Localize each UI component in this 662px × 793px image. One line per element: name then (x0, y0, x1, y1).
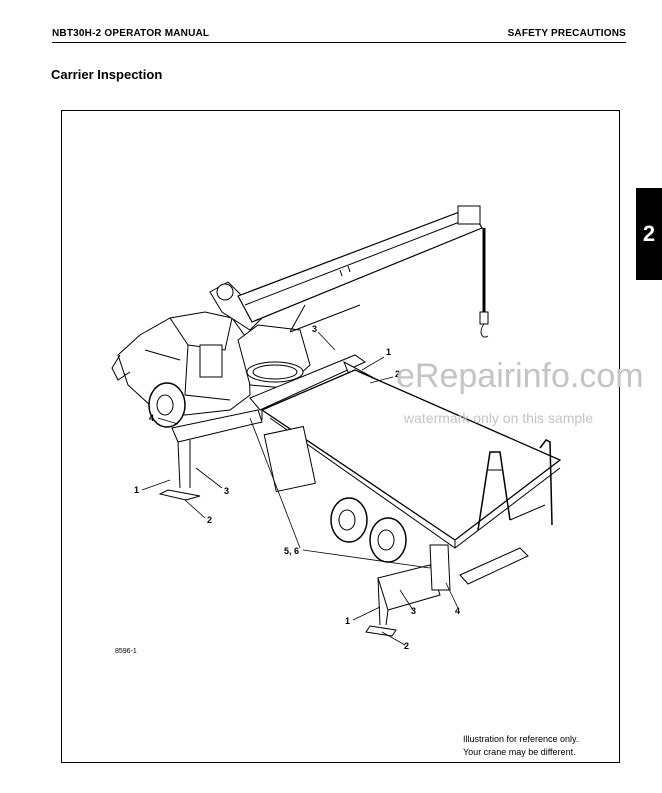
rear-wheels (330, 497, 407, 563)
leader-lines (141, 331, 459, 646)
callout-3-rear: 3 (411, 606, 417, 616)
callout-1-front-right: 1 (386, 347, 392, 357)
callout-2-front-right: 2 (395, 369, 401, 379)
callout-4-rear: 4 (455, 606, 461, 616)
callout-1-front-left: 1 (134, 485, 140, 495)
figure-note: Illustration for reference only. Your cr… (463, 733, 578, 759)
hoist-hook (479, 228, 489, 338)
crane-turret (209, 281, 311, 389)
chapter-tab: 2 (636, 188, 662, 280)
callout-5-6: 5, 6 (284, 546, 300, 556)
callout-2-front-left: 2 (207, 515, 213, 525)
truck-cab (111, 311, 251, 416)
callout-4-front-left: 4 (149, 413, 155, 423)
header-section-name: SAFETY PRECAUTIONS (507, 28, 626, 39)
chapter-number: 2 (642, 221, 656, 246)
rear-outrigger (365, 544, 529, 637)
figure-note-line-1: Illustration for reference only. (463, 734, 579, 744)
section-title: Carrier Inspection (51, 67, 163, 82)
crane-boom (237, 205, 483, 333)
rear-rack (477, 439, 553, 531)
callout-2-rear: 2 (404, 641, 410, 651)
figure-note-line-2: Your crane may be different. (463, 747, 576, 757)
header-rule (52, 42, 626, 43)
callout-1-rear: 1 (345, 616, 351, 626)
header-manual-title: NBT30H-2 OPERATOR MANUAL (52, 28, 210, 39)
callout-3-front-left: 3 (224, 486, 230, 496)
watermark-text: watermark only on this sample (404, 410, 594, 426)
flatbed-deck (260, 369, 562, 549)
figure-frame (61, 110, 620, 763)
watermark-site: eRepairinfo.com (396, 357, 644, 395)
figure-id: 8596-1 (115, 648, 137, 655)
front-wheel (148, 382, 186, 428)
callout-3-boom: 3 (312, 324, 318, 334)
